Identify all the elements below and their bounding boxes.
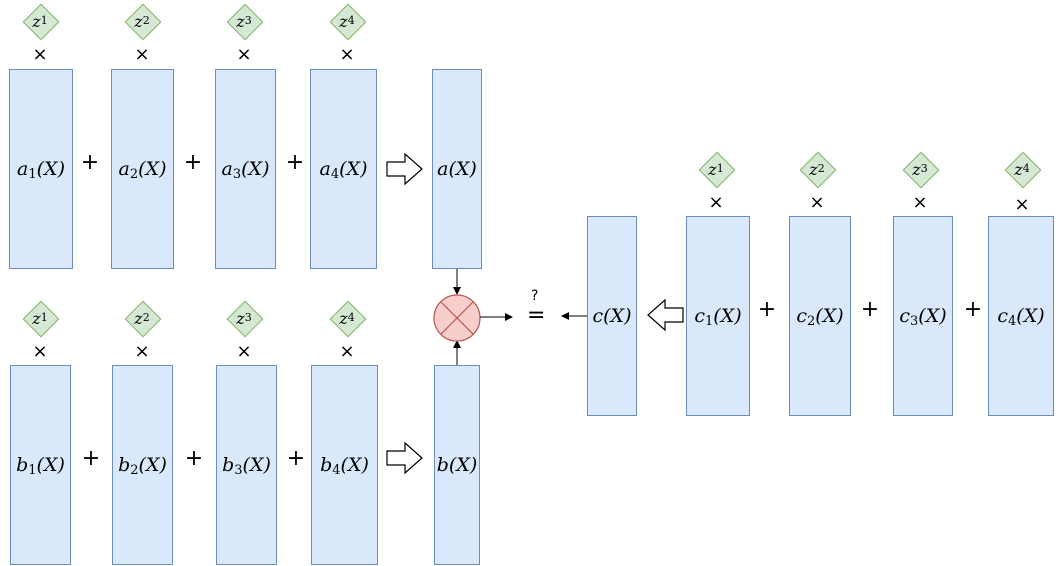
times-symbol: × <box>134 341 150 362</box>
box-c3: c3(X) <box>893 216 953 416</box>
box-c1: c1(X) <box>686 216 750 416</box>
plus-symbol: + <box>80 150 100 175</box>
times-symbol: × <box>32 44 48 65</box>
box-b4: b4(X) <box>311 365 378 565</box>
plus-symbol: + <box>81 446 101 471</box>
times-symbol: × <box>708 192 724 213</box>
times-symbol: × <box>1014 194 1030 215</box>
box-a2: a2(X) <box>111 69 174 269</box>
times-symbol: × <box>912 192 928 213</box>
box-a1: a1(X) <box>9 69 73 269</box>
box-a-result: a(X) <box>432 69 482 269</box>
times-symbol: × <box>809 192 825 213</box>
plus-symbol: + <box>183 150 203 175</box>
plus-symbol: + <box>860 297 880 322</box>
box-b-result: b(X) <box>434 365 480 565</box>
box-b2: b2(X) <box>112 365 173 565</box>
box-c-result: c(X) <box>587 216 637 416</box>
plus-symbol: + <box>963 297 983 322</box>
times-symbol: × <box>339 341 355 362</box>
box-a3: a3(X) <box>215 69 276 269</box>
box-c2: c2(X) <box>789 216 851 416</box>
times-symbol: × <box>236 44 252 65</box>
times-symbol: × <box>339 44 355 65</box>
times-symbol: × <box>32 341 48 362</box>
implies-arrow-row-b <box>386 441 423 475</box>
plus-symbol: + <box>285 150 305 175</box>
multiply-node-icon <box>433 294 481 342</box>
times-symbol: × <box>134 44 150 65</box>
plus-symbol: + <box>757 297 777 322</box>
plus-symbol: + <box>286 446 306 471</box>
equals-symbol: = <box>527 303 546 328</box>
question-mark: ? <box>531 288 539 304</box>
box-b1: b1(X) <box>10 365 71 565</box>
box-a4: a4(X) <box>310 69 377 269</box>
box-b3: b3(X) <box>216 365 277 565</box>
plus-symbol: + <box>184 446 204 471</box>
times-symbol: × <box>236 341 252 362</box>
implies-arrow-row-c <box>647 298 684 332</box>
box-c4: c4(X) <box>988 216 1054 416</box>
implies-arrow-row-a <box>386 152 423 186</box>
